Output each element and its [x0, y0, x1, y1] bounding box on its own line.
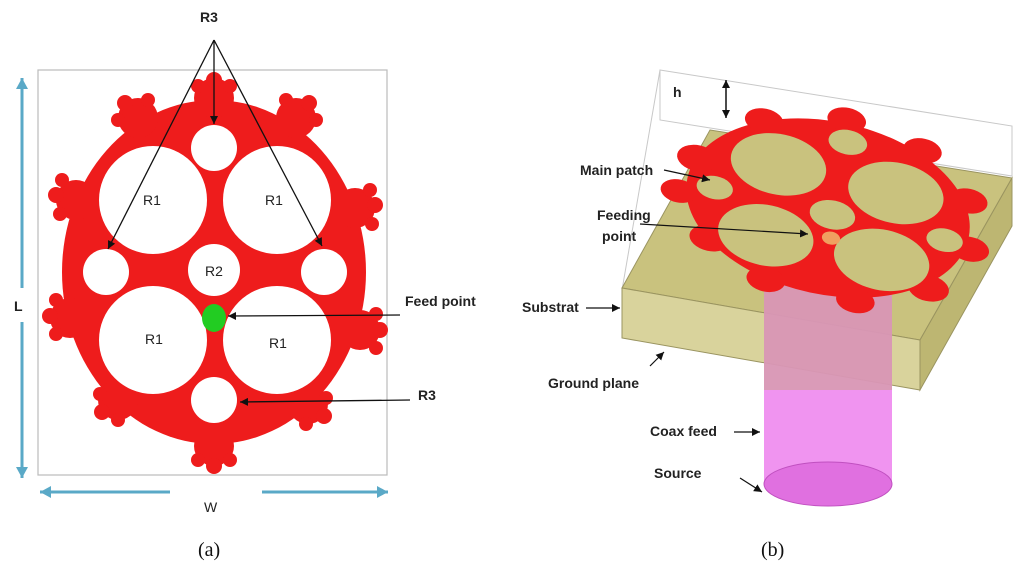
label-r2: R2 [205, 263, 223, 279]
label-r1-bottom-left: R1 [145, 331, 163, 347]
label-r1-top-right: R1 [265, 192, 283, 208]
hole-r2-center [188, 244, 240, 296]
caption-b: (b) [761, 539, 784, 561]
substrate-right-face [919, 176, 1013, 392]
label-w: W [204, 499, 218, 515]
panel-a-holes [83, 125, 347, 423]
label-substrat: Substrat [522, 299, 579, 315]
feeding-point-arrow [639, 223, 809, 238]
r3-top-arrows [107, 39, 323, 250]
hole-r3-left [83, 249, 129, 295]
substrate-box-top-outline [659, 69, 1013, 177]
hole-r1-bottom-right [223, 286, 331, 394]
feed-point-arrow [227, 311, 401, 320]
label-l: L [14, 298, 23, 314]
hole-r1-bottom-left [99, 286, 207, 394]
panel-b: h Main patch Feeding point Substrat Grou… [522, 69, 1013, 561]
label-r3-bottom: R3 [418, 387, 436, 403]
r3-bottom-arrow [239, 397, 411, 406]
label-feed-point: Feed point [405, 293, 476, 309]
label-r1-bottom-right: R1 [269, 335, 287, 351]
hole-r3-right [301, 249, 347, 295]
hole-r1-top-left [99, 146, 207, 254]
label-ground-plane: Ground plane [548, 375, 639, 391]
label-source: Source [654, 465, 702, 481]
label-r1-top-left: R1 [143, 192, 161, 208]
feed-point-dot [202, 304, 226, 332]
main-patch-3d [660, 107, 990, 314]
panel-a: R1 R1 R1 R1 R2 R3 Feed point R3 L W (a) [14, 9, 476, 561]
hole-r3-bottom [191, 377, 237, 423]
main-patch-arrow [663, 169, 711, 183]
hole-r1-top-right [223, 146, 331, 254]
label-main-patch: Main patch [580, 162, 653, 178]
hole-r3-top [191, 125, 237, 171]
label-feeding-point-line2: point [602, 228, 637, 244]
label-feeding-point-line1: Feeding [597, 207, 651, 223]
label-coax-feed: Coax feed [650, 423, 717, 439]
caption-a: (a) [198, 539, 220, 561]
panel-a-fractal-bumps [42, 72, 388, 474]
label-r3-top: R3 [200, 9, 218, 25]
ground-plane-arrow [649, 351, 665, 367]
source-arrow [739, 477, 763, 493]
label-h: h [673, 84, 682, 100]
